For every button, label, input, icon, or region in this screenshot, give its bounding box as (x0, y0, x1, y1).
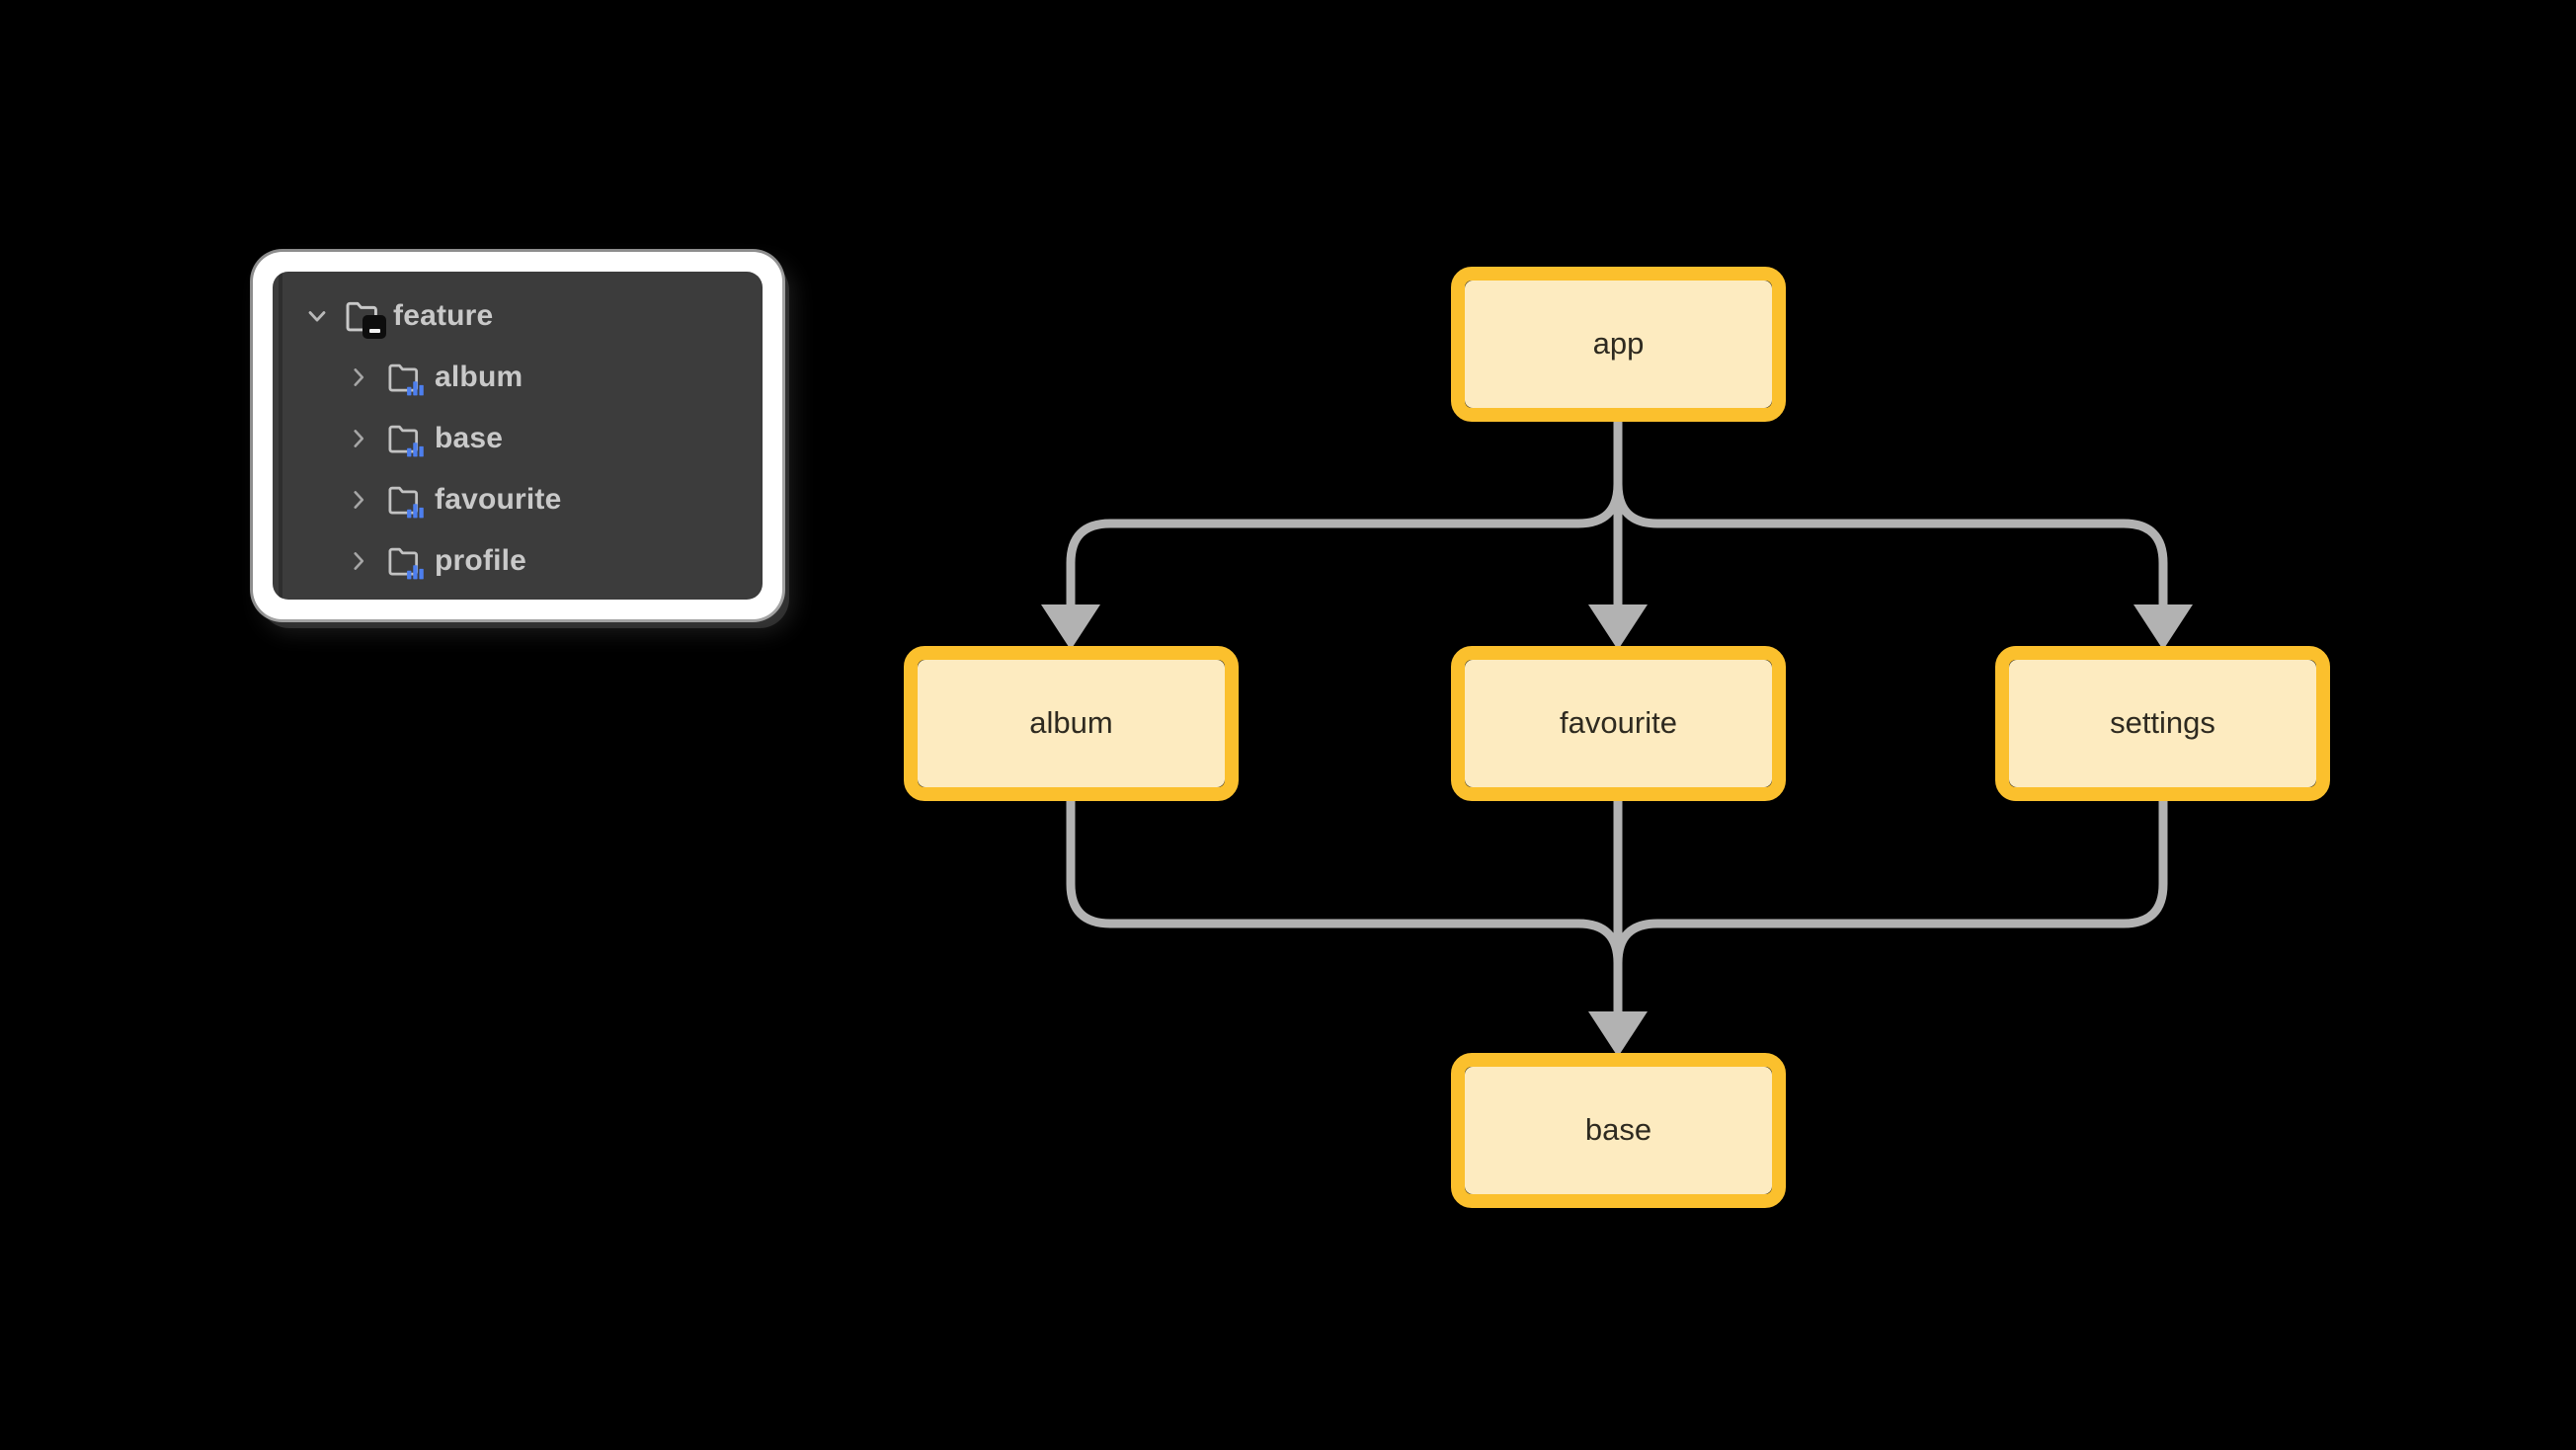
edge-app-favourite-arrowhead (1588, 604, 1648, 650)
tree-item-label: profile (435, 544, 527, 577)
folder-icon (383, 357, 425, 398)
file-tree-panel: feature (253, 252, 782, 619)
edge-favourite-base-arrowhead (1588, 1011, 1648, 1057)
node-album-label: album (1029, 705, 1112, 740)
chevron-down-icon[interactable] (300, 299, 334, 333)
tree-item-favourite[interactable]: favourite (273, 469, 763, 530)
tree-indent-guide (279, 272, 282, 600)
chevron-right-icon[interactable] (342, 422, 375, 455)
tree-item-feature[interactable]: feature (273, 285, 763, 347)
tree-item-label: favourite (435, 483, 562, 516)
edge-app-album-arrowhead (1041, 604, 1100, 650)
node-settings-label: settings (2110, 705, 2215, 740)
chevron-right-icon[interactable] (342, 361, 375, 394)
folder-icon (383, 418, 425, 459)
node-base-label: base (1585, 1112, 1651, 1147)
node-app[interactable]: app (1451, 267, 1786, 422)
edge-app-settings-arrowhead (2133, 604, 2193, 650)
bar-chart-badge-icon (404, 560, 426, 582)
edge-app-album (1066, 415, 1623, 612)
chevron-right-icon[interactable] (342, 544, 375, 578)
tree-item-base[interactable]: base (273, 408, 763, 469)
folder-icon (383, 540, 425, 582)
node-favourite[interactable]: favourite (1451, 646, 1786, 801)
node-settings[interactable]: settings (1995, 646, 2330, 801)
edge-app-settings (1613, 415, 2168, 612)
node-base[interactable]: base (1451, 1053, 1786, 1208)
tree-item-label: album (435, 361, 523, 393)
tree-item-label: base (435, 422, 504, 454)
folder-icon (383, 479, 425, 521)
node-app-label: app (1593, 326, 1645, 361)
tree-item-label: feature (393, 299, 494, 332)
bar-chart-badge-icon (404, 499, 426, 521)
bar-chart-badge-icon (404, 438, 426, 459)
edge-album-base (1066, 794, 1623, 1019)
folder-icon (342, 295, 386, 339)
node-favourite-label: favourite (1560, 705, 1677, 740)
file-tree-panel-body: feature (273, 272, 763, 600)
node-album[interactable]: album (904, 646, 1239, 801)
bar-chart-badge-icon (404, 376, 426, 398)
terminal-badge-icon (362, 315, 386, 339)
tree-item-album[interactable]: album (273, 347, 763, 408)
tree-item-profile[interactable]: profile (273, 530, 763, 592)
edge-settings-base (1613, 794, 2168, 1019)
chevron-right-icon[interactable] (342, 483, 375, 517)
